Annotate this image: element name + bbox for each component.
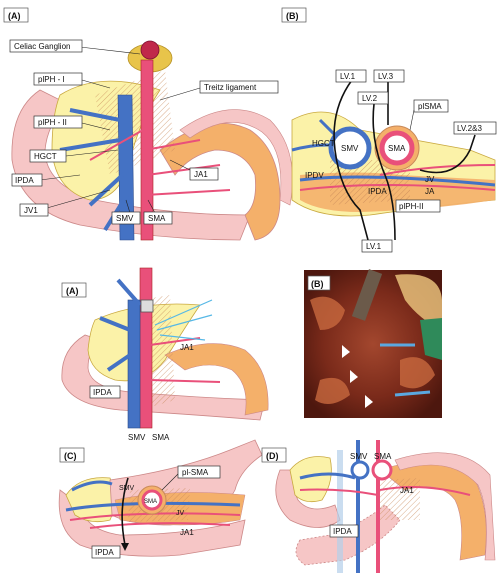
b-sma-label: SMA — [388, 144, 406, 153]
lv3-label: LV.3 — [378, 72, 394, 81]
aorta-top — [141, 41, 159, 59]
mid-a-tag: (A) — [66, 286, 79, 296]
mid-b-tag: (B) — [311, 279, 324, 289]
smv-label: SMV — [116, 214, 134, 223]
celiac-label: Celiac Ganglion — [14, 42, 70, 51]
middle-panel-b-photo: (B) — [304, 269, 442, 418]
bottom-panel-c: (C) pl-SMA SMV SMA JV IPDA JA1 — [59, 440, 262, 558]
d-smv-label: SMV — [350, 452, 368, 461]
hgct-label: HGCT — [34, 152, 57, 161]
bottom-panel-d: (D) SMV SMA JA1 IPDA — [262, 440, 495, 573]
c-ja1-label: JA1 — [180, 528, 194, 537]
b-hgct-label: HGCT — [312, 139, 335, 148]
plsma-label: plSMA — [418, 102, 442, 111]
b-pph2-label: plPH-II — [399, 202, 423, 211]
mid-sma — [140, 268, 152, 428]
treitz-label: Treitz ligament — [204, 83, 257, 92]
bot-c-tag: (C) — [64, 451, 77, 461]
lv2-label: LV.2 — [362, 94, 378, 103]
d-ipda-label: IPDA — [333, 527, 352, 536]
top-panel-b: (B) SMV SMA LV.1 LV.2 LV.3 plSMA LV.2&3 … — [282, 8, 496, 252]
d-smv-circle — [352, 462, 368, 478]
mid-smv — [128, 300, 140, 428]
ja1-label: JA1 — [194, 170, 208, 179]
d-sma-label: SMA — [374, 452, 392, 461]
mid-clip — [141, 300, 153, 312]
mid-smv-label: SMV — [128, 433, 146, 442]
mid-ja1-label: JA1 — [180, 343, 194, 352]
pph2-label: plPH - II — [38, 118, 67, 127]
lv1-bottom-label: LV.1 — [366, 242, 382, 251]
b-ipda-label: IPDA — [368, 187, 387, 196]
b-smv-label: SMV — [341, 144, 359, 153]
top-panel-a: (A) Celiac — [4, 8, 293, 240]
c-plsma-label: pl-SMA — [182, 468, 209, 477]
lv1-top-label: LV.1 — [340, 72, 356, 81]
top-a-tag: (A) — [8, 11, 21, 21]
plsma-leader — [410, 110, 414, 130]
mid-sma-label: SMA — [152, 433, 170, 442]
c-jv-label: JV — [176, 510, 185, 517]
ipda-label: IPDA — [15, 176, 34, 185]
c-ipda-label: IPDA — [95, 548, 114, 557]
c-smv-label: SMV — [119, 485, 135, 492]
lv23-label: LV.2&3 — [457, 124, 482, 133]
middle-panel-a: (A) JA1 IPDA SMV SMA — [62, 268, 268, 442]
c-sma-label: SMA — [144, 499, 157, 505]
jv1-label: JV1 — [24, 206, 38, 215]
top-b-tag: (B) — [286, 11, 299, 21]
d-sma-circle — [373, 461, 391, 479]
d-ja1-label: JA1 — [400, 486, 414, 495]
d-pancreas — [290, 457, 331, 502]
pph1-label: plPH - I — [38, 75, 65, 84]
b-jv-label: JV — [425, 175, 435, 184]
sma-label: SMA — [148, 214, 166, 223]
d-hatch — [380, 478, 420, 520]
bot-d-tag: (D) — [266, 451, 279, 461]
b-ipdv-label: IPDV — [305, 171, 324, 180]
mid-ipda-label: IPDA — [93, 388, 112, 397]
b-ja-label: JA — [425, 187, 435, 196]
